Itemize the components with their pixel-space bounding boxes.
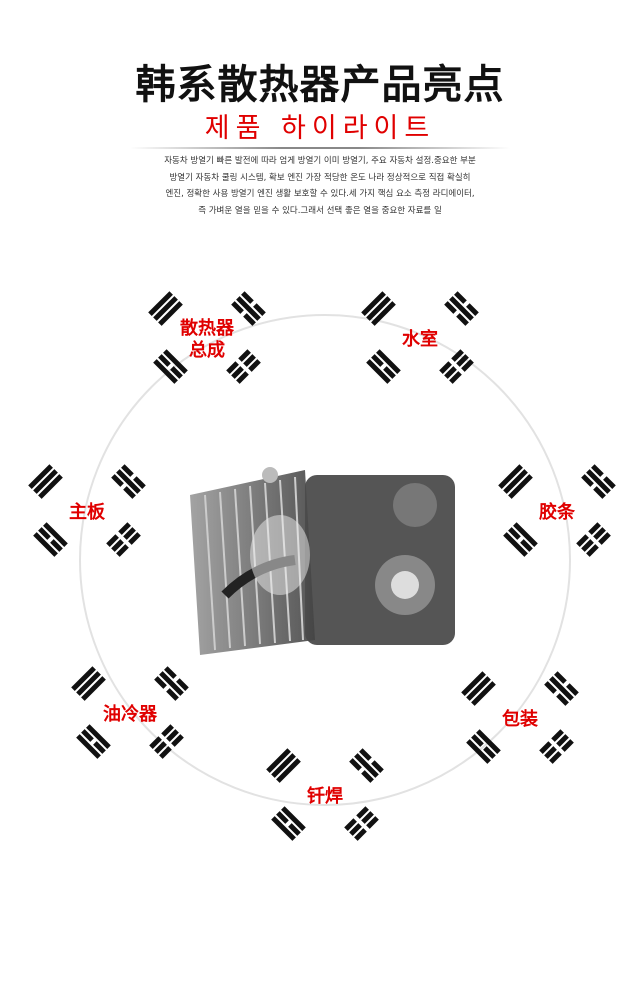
feature-4: 油冷器 xyxy=(70,665,190,765)
feature-label: 水室 xyxy=(402,329,438,350)
trigram-icon xyxy=(575,463,617,505)
description-line: 자동차 방열기 빠른 발전에 따라 엄게 방열기 이미 방열기, 주요 자동차 … xyxy=(164,156,476,166)
trigram-icon xyxy=(538,728,580,770)
trigram-icon xyxy=(27,521,69,563)
feature-label: 散热器 总成 xyxy=(180,318,234,361)
divider xyxy=(130,147,510,149)
trigram-icon xyxy=(70,723,112,765)
feature-label: 油冷器 xyxy=(103,704,157,725)
trigram-icon xyxy=(70,665,112,707)
trigram-icon xyxy=(105,463,147,505)
trigram-icon xyxy=(148,665,190,707)
feature-label: 主板 xyxy=(69,502,105,523)
radiator-engine-image xyxy=(185,465,465,665)
feature-label: 钎焊 xyxy=(307,786,343,807)
trigram-icon xyxy=(497,463,539,505)
trigram-icon xyxy=(438,290,480,332)
trigram-icon xyxy=(497,521,539,563)
feature-label: 胶条 xyxy=(539,502,575,523)
trigram-icon xyxy=(265,747,307,789)
feature-5: 包装 xyxy=(460,670,580,770)
trigram-icon xyxy=(575,521,617,563)
feature-1: 水室 xyxy=(360,290,480,390)
trigram-icon xyxy=(105,521,147,563)
description-line: 즉 가벼운 열을 믿을 수 있다.그래서 선택 좋은 열을 중요한 자료를 일 xyxy=(198,205,442,216)
trigram-icon xyxy=(360,290,402,332)
trigram-icon xyxy=(343,747,385,789)
feature-0: 散热器 总成 xyxy=(147,291,267,388)
trigram-icon xyxy=(148,723,190,765)
description: 자동차 방열기 빠른 발전에 따라 엄게 방열기 이미 방열기, 주요 자동차 … xyxy=(110,153,530,219)
feature-6: 钎焊 xyxy=(265,747,385,847)
description-line: 방열기 자동차 쿨링 시스템, 확보 엔진 가장 적당한 온도 나라 정상적으로… xyxy=(169,172,471,183)
feature-3: 胶条 xyxy=(497,463,617,563)
trigram-icon xyxy=(360,348,402,390)
trigram-icon xyxy=(460,728,502,770)
description-line: 엔진, 정확한 사용 방열기 엔진 생활 보호할 수 있다.세 가지 핵심 요소… xyxy=(165,189,475,199)
page-subtitle: 제품 하이라이트 xyxy=(204,113,436,144)
page-title: 韩系散热器产品亮点 xyxy=(135,62,505,108)
feature-label: 包装 xyxy=(502,709,538,730)
feature-2: 主板 xyxy=(27,463,147,563)
trigram-icon xyxy=(438,348,480,390)
trigram-icon xyxy=(460,670,502,712)
trigram-icon xyxy=(343,805,385,847)
trigram-icon xyxy=(538,670,580,712)
trigram-icon xyxy=(265,805,307,847)
trigram-icon xyxy=(27,463,69,505)
